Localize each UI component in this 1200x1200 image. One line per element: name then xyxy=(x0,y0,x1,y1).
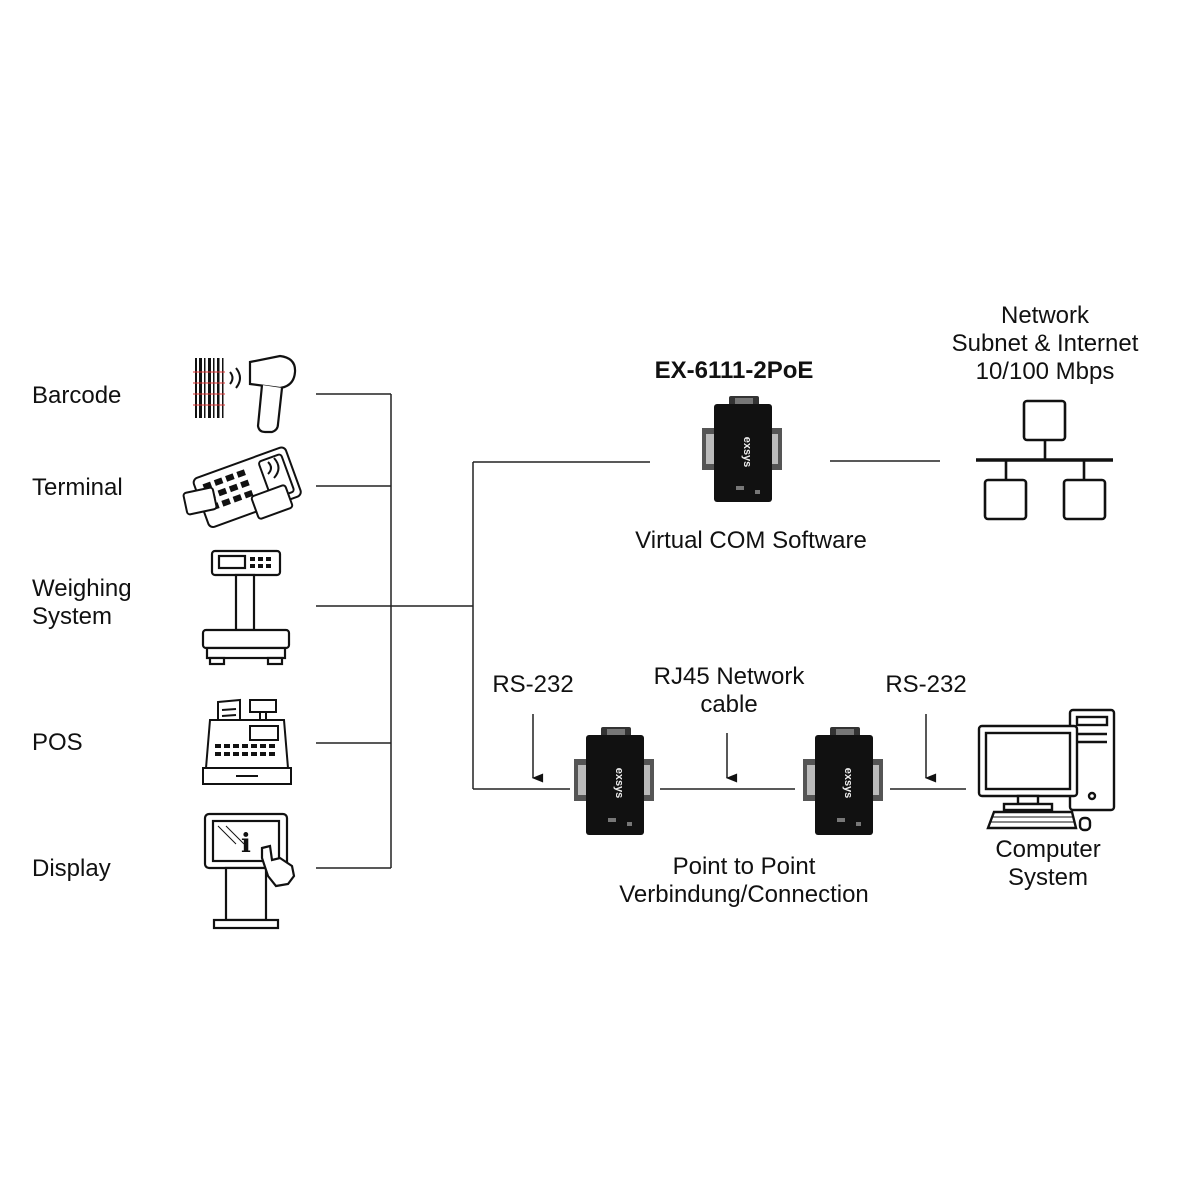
rs232-label-right: RS-232 xyxy=(885,671,967,698)
rj45-cable-label: RJ45 Network cable xyxy=(653,663,805,718)
barcode-scanner-icon xyxy=(193,354,297,434)
device-logo-top: exsys xyxy=(741,437,753,468)
device-label-terminal: Terminal xyxy=(32,474,123,501)
network-label: Network Subnet & Internet 10/100 Mbps xyxy=(951,302,1139,385)
computer-icon xyxy=(977,708,1116,832)
product-name: EX-6111-2PoE xyxy=(654,357,814,384)
device-label-barcode: Barcode xyxy=(32,382,122,409)
serial-server-device-right: exsys xyxy=(803,727,883,835)
serial-server-device-top: exsys xyxy=(702,396,782,502)
card-terminal-icon xyxy=(182,446,302,529)
svg-text:i: i xyxy=(241,829,251,859)
weighing-scale-icon xyxy=(201,549,291,666)
device-label-display: Display xyxy=(32,855,111,882)
computer-label: Computer System xyxy=(995,836,1101,891)
rs232-label-left: RS-232 xyxy=(492,671,574,698)
virtual-com-label: Virtual COM Software xyxy=(635,527,867,554)
device-label-pos: POS xyxy=(32,729,83,756)
device-label-weighing: Weighing System xyxy=(32,575,132,630)
serial-server-device-left: exsys xyxy=(574,727,654,835)
point-to-point-label: Point to Point Verbindung/Connection xyxy=(619,853,869,908)
signal-arrows xyxy=(531,714,937,783)
device-logo-right: exsys xyxy=(842,768,854,799)
device-logo-left: exsys xyxy=(613,768,625,799)
wiring xyxy=(316,393,966,869)
cash-register-icon xyxy=(202,698,292,785)
info-kiosk-icon: i xyxy=(203,812,296,930)
network-topology-icon xyxy=(976,399,1113,521)
